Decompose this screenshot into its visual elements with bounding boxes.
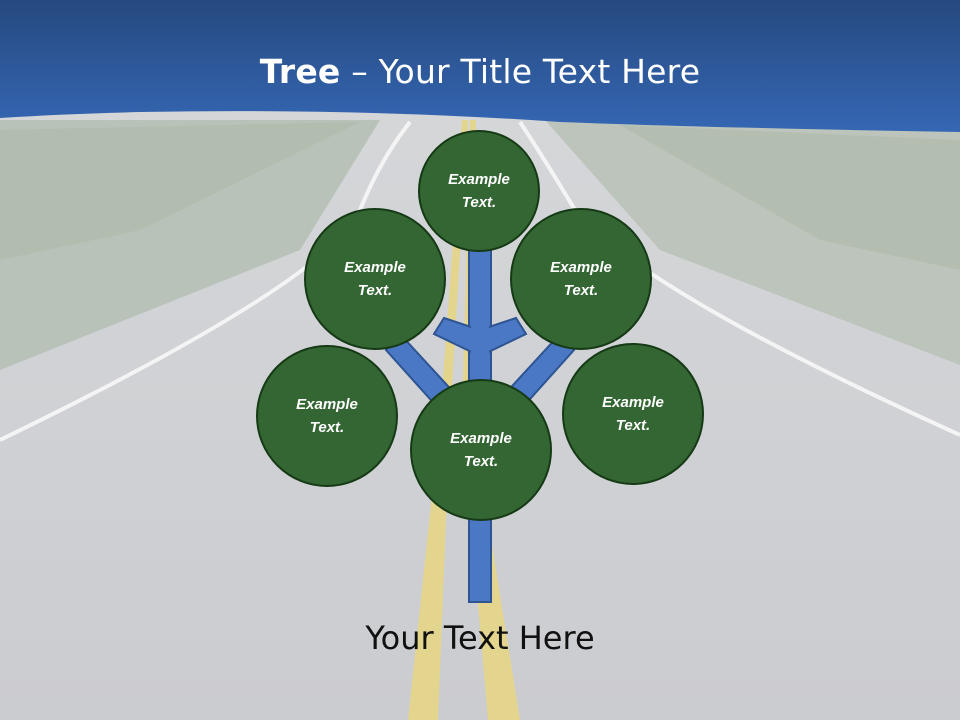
footer-text: Your Text Here <box>365 619 595 657</box>
header-band <box>0 0 960 132</box>
title-rest: – Your Title Text Here <box>340 52 701 91</box>
node-label: Example Text. <box>550 259 612 299</box>
tree-node-upper-right[interactable]: Example Text. <box>510 208 652 350</box>
tree-node-upper-left[interactable]: Example Text. <box>304 208 446 350</box>
tree-node-lower-right[interactable]: Example Text. <box>562 343 704 485</box>
tree-node-lower-left[interactable]: Example Text. <box>256 345 398 487</box>
title-bold: Tree <box>259 52 341 91</box>
node-label: Example Text. <box>448 171 510 211</box>
node-label: Example Text. <box>296 396 358 436</box>
node-label: Example Text. <box>344 259 406 299</box>
tree-node-top[interactable]: Example Text. <box>418 130 540 252</box>
slide-title: Tree – Your Title Text Here <box>0 52 960 91</box>
center-line-left <box>408 120 468 720</box>
tree-node-center[interactable]: Example Text. <box>410 379 552 521</box>
node-label: Example Text. <box>450 430 512 470</box>
node-label: Example Text. <box>602 394 664 434</box>
